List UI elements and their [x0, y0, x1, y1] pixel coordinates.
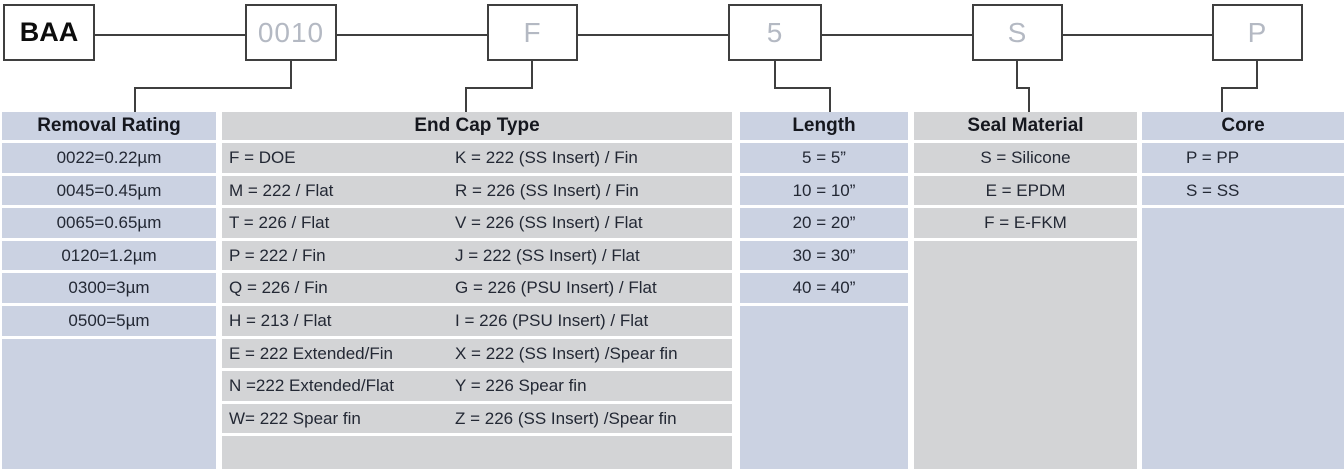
drop-length: [774, 61, 831, 113]
cell-text: R = 226 (SS Insert) / Fin: [455, 180, 639, 200]
table-cell: F = E-FKM: [914, 208, 1137, 238]
code-segment-length: 5: [728, 4, 822, 61]
table-cell: H = 213 / Flat I = 226 (PSU Insert) / Fla…: [222, 305, 732, 336]
cell-text: J = 222 (SS Insert) / Flat: [455, 245, 640, 265]
table-cell: F = DOE K = 222 (SS Insert) / Fin: [222, 143, 732, 173]
column-header-core: Core: [1142, 112, 1344, 140]
table-cell: 0500=5µm: [2, 305, 216, 336]
table-cell: 30 = 30”: [740, 240, 908, 271]
drop-removal-rating: [134, 61, 292, 113]
column-header-removal-rating: Removal Rating: [2, 112, 216, 140]
cell-text: N =222 Extended/Flat: [229, 376, 394, 396]
cell-text: X = 222 (SS Insert) /Spear fin: [455, 343, 678, 363]
drop-core: [1221, 61, 1258, 113]
cell-text: Q = 226 / Fin: [229, 278, 328, 298]
table-cell: E = EPDM: [914, 175, 1137, 206]
table-cell: T = 226 / Flat V = 226 (SS Insert) / Flat: [222, 208, 732, 238]
cell-text: W= 222 Spear fin: [229, 408, 361, 428]
cell-text: F = DOE: [229, 148, 296, 167]
table-cell: 40 = 40”: [740, 273, 908, 303]
empty-cell: [222, 436, 732, 469]
table-cell: 5 = 5”: [740, 143, 908, 173]
code-segment-label: S: [1007, 16, 1028, 48]
cell-text: M = 222 / Flat: [229, 180, 334, 200]
column-length: Length 5 = 5”10 = 10”20 = 20”30 = 30”40 …: [740, 112, 908, 469]
cell-text: Y = 226 Spear fin: [455, 376, 587, 396]
column-filler: [740, 305, 908, 469]
cell-text: H = 213 / Flat: [229, 310, 332, 330]
table-cell: M = 222 / Flat R = 226 (SS Insert) / Fin: [222, 175, 732, 206]
table-cell: S = SS: [1142, 175, 1344, 206]
code-segment-end-cap-type: F: [487, 4, 578, 61]
table-cell: 0045=0.45µm: [2, 175, 216, 206]
code-segment-label: F: [523, 16, 542, 48]
column-filler: [1142, 208, 1344, 469]
code-segment-series: BAA: [3, 4, 95, 61]
cell-text: E = 222 Extended/Fin: [229, 343, 393, 363]
column-header-seal-material: Seal Material: [914, 112, 1137, 140]
column-rows-length: 5 = 5”10 = 10”20 = 20”30 = 30”40 = 40”: [740, 143, 908, 469]
cell-text: P = 222 / Fin: [229, 245, 326, 265]
code-segment-label: BAA: [19, 17, 79, 47]
cell-text: T = 226 / Flat: [229, 213, 330, 233]
cell-text: G = 226 (PSU Insert) / Flat: [455, 278, 657, 298]
code-segment-label: P: [1247, 16, 1268, 48]
table-cell: 10 = 10”: [740, 175, 908, 206]
table-cell: P = 222 / Fin J = 222 (SS Insert) / Flat: [222, 240, 732, 271]
table-cell: W= 222 Spear fin Z = 226 (SS Insert) /Spe…: [222, 403, 732, 434]
cell-text: K = 222 (SS Insert) / Fin: [455, 148, 638, 167]
code-segment-label: 5: [766, 16, 784, 48]
column-filler: [2, 338, 216, 469]
cell-text: V = 226 (SS Insert) / Flat: [455, 213, 643, 233]
column-end-cap-type: End Cap Type F = DOE K = 222 (SS Insert) …: [222, 112, 732, 469]
table-cell: 0120=1.2µm: [2, 240, 216, 271]
code-segment-label: 0010: [257, 16, 325, 48]
code-segment-core: P: [1212, 4, 1303, 61]
table-cell: Q = 226 / Fin G = 226 (PSU Insert) / Flat: [222, 273, 732, 303]
table-cell: 0300=3µm: [2, 273, 216, 303]
code-segment-removal-rating: 0010: [245, 4, 337, 61]
cell-text: Z = 226 (SS Insert) /Spear fin: [455, 408, 677, 428]
drop-end-cap-type: [465, 61, 533, 113]
table-cell: 0022=0.22µm: [2, 143, 216, 173]
column-header-length: Length: [740, 112, 908, 140]
cell-text: I = 226 (PSU Insert) / Flat: [455, 310, 649, 330]
table-cell: E = 222 Extended/Fin X = 222 (SS Insert) …: [222, 338, 732, 369]
drop-seal-material: [1016, 61, 1030, 113]
table-cell: 0065=0.65µm: [2, 208, 216, 238]
table-cell: 20 = 20”: [740, 208, 908, 238]
column-filler: [914, 240, 1137, 469]
table-cell: N =222 Extended/Flat Y = 226 Spear fin: [222, 371, 732, 401]
table-cell: S = Silicone: [914, 143, 1137, 173]
code-segment-seal-material: S: [972, 4, 1063, 61]
table-cell: P = PP: [1142, 143, 1344, 173]
column-header-end-cap-type: End Cap Type: [222, 112, 732, 140]
column-rows-end-cap-type: F = DOE K = 222 (SS Insert) / Fin M = 222 …: [222, 143, 732, 469]
